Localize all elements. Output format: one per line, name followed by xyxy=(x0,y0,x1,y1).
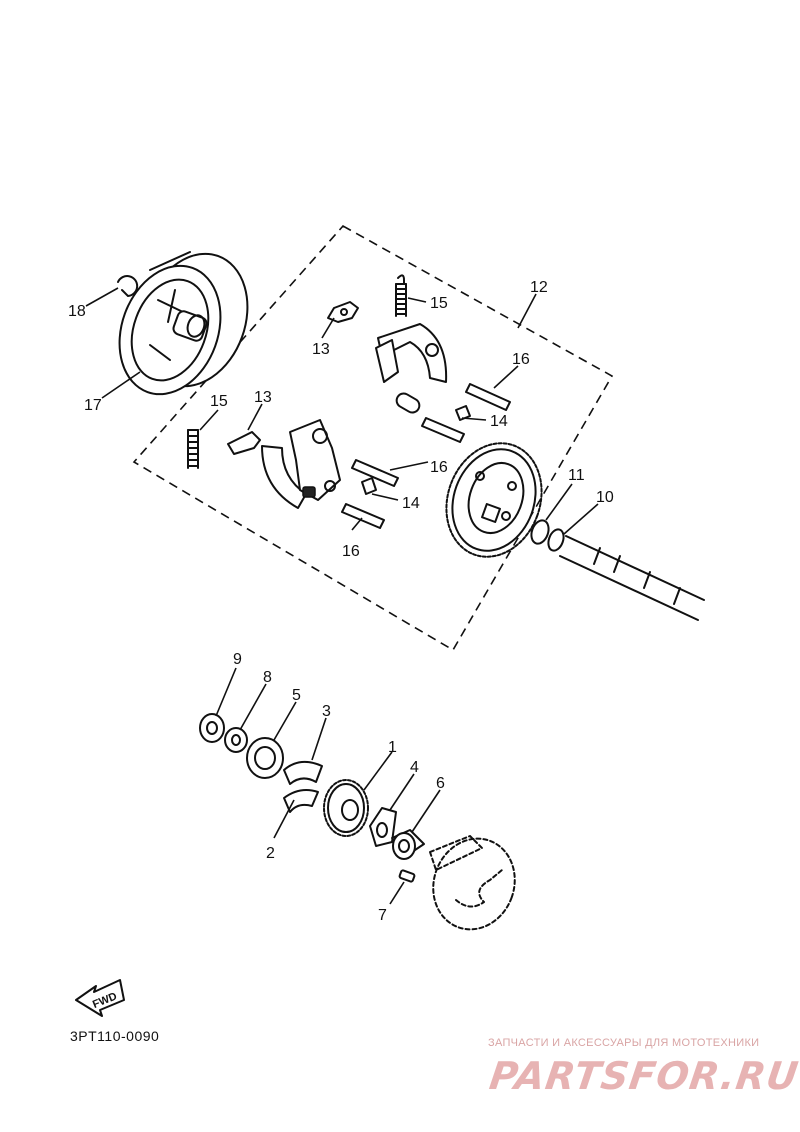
callout-18: 18 xyxy=(68,303,86,320)
clutch-shoe-lower xyxy=(261,419,341,509)
callout-3: 3 xyxy=(322,703,331,720)
washer-11 xyxy=(530,519,550,545)
assembly-12-boundary xyxy=(132,224,614,652)
leader-6 xyxy=(411,789,441,833)
primary-driven-gear xyxy=(445,442,543,558)
leader-14b xyxy=(371,493,399,501)
callout-16: 16 xyxy=(430,459,448,476)
callout-17: 17 xyxy=(84,397,102,414)
drive-shaft xyxy=(559,535,705,621)
spring-bracket-lower xyxy=(227,431,261,455)
callout-15: 15 xyxy=(430,295,448,312)
callout-4: 4 xyxy=(410,759,419,776)
callout-2: 2 xyxy=(266,845,275,862)
leader-13a xyxy=(321,317,335,339)
leader-14a xyxy=(461,417,487,421)
leader-15b xyxy=(199,409,219,431)
washer-8 xyxy=(224,727,248,753)
leader-18 xyxy=(85,287,119,307)
spring-upper xyxy=(395,274,407,317)
leader-11 xyxy=(545,483,573,521)
callout-7: 7 xyxy=(378,907,387,924)
pin-16-left xyxy=(351,459,399,487)
callout-14: 14 xyxy=(402,495,420,512)
watermark-tagline: ЗАПЧАСТИ И АКСЕССУАРЫ ДЛЯ МОТОТЕХНИКИ xyxy=(488,1037,760,1049)
leader-9 xyxy=(215,667,237,717)
shoe-3 xyxy=(283,760,323,785)
circlip-10 xyxy=(547,528,565,552)
pin-16-lower xyxy=(341,503,385,529)
pin-16-upper xyxy=(465,383,511,411)
callout-6: 6 xyxy=(436,775,445,792)
collar-6 xyxy=(391,829,425,860)
callout-16: 16 xyxy=(342,543,360,560)
callout-10: 10 xyxy=(596,489,614,506)
washer-14-lower xyxy=(361,477,377,495)
leader-3 xyxy=(311,717,327,761)
gear-1 xyxy=(323,779,369,837)
leader-16c xyxy=(351,517,363,531)
clutch-shoe-upper xyxy=(375,323,448,414)
crankshaft-web xyxy=(429,835,516,931)
diagram-code: 3PT110-0090 xyxy=(70,1028,160,1044)
callout-8: 8 xyxy=(263,669,272,686)
callout-1: 1 xyxy=(388,739,397,756)
leader-16b xyxy=(389,461,429,471)
leader-7 xyxy=(389,881,405,905)
callout-9: 9 xyxy=(233,651,242,668)
clutch-plate-5 xyxy=(246,737,284,779)
callout-15: 15 xyxy=(210,393,228,410)
leader-8 xyxy=(239,683,267,731)
clutch-housing-drum xyxy=(118,251,249,396)
pin-16-mid xyxy=(421,417,465,443)
callout-14: 14 xyxy=(490,413,508,430)
washer-14-upper xyxy=(455,405,471,421)
callout-5: 5 xyxy=(292,687,301,704)
spring-bracket-upper xyxy=(327,301,359,323)
plate-4 xyxy=(369,807,397,847)
leader-16a xyxy=(493,365,519,389)
callout-16: 16 xyxy=(512,351,530,368)
circlip xyxy=(117,275,139,297)
callout-12: 12 xyxy=(530,279,548,296)
leader-13b xyxy=(247,403,263,431)
nut-9 xyxy=(199,713,225,743)
leader-17 xyxy=(101,371,141,399)
key-7 xyxy=(398,869,416,883)
spring-lower xyxy=(187,429,199,469)
watermark-logo: PARTSFOR.RU xyxy=(486,1054,800,1098)
leader-4 xyxy=(389,773,415,811)
callout-11: 11 xyxy=(568,467,585,484)
callout-13: 13 xyxy=(254,389,272,406)
leader-1 xyxy=(363,751,393,791)
leader-12 xyxy=(517,293,537,329)
callout-13: 13 xyxy=(312,341,330,358)
leader-10 xyxy=(563,503,599,535)
fwd-arrow-icon: FWD xyxy=(75,979,125,1017)
shoe-2 xyxy=(283,789,319,813)
leader-15a xyxy=(407,297,427,303)
leader-2 xyxy=(273,799,295,839)
leader-5 xyxy=(273,701,297,741)
